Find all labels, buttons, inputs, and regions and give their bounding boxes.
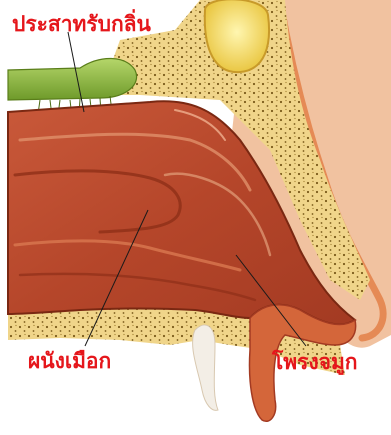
palate-tissue <box>193 325 218 410</box>
sinus <box>205 0 269 72</box>
olfactory-nerve <box>8 58 137 100</box>
nasal-cavity-label: โพรงจมูก <box>272 352 358 373</box>
olfactory-nerve-label: ประสาทรับกลิ่น <box>12 14 151 35</box>
mucous-membrane-label: ผนังเมือก <box>28 351 111 372</box>
